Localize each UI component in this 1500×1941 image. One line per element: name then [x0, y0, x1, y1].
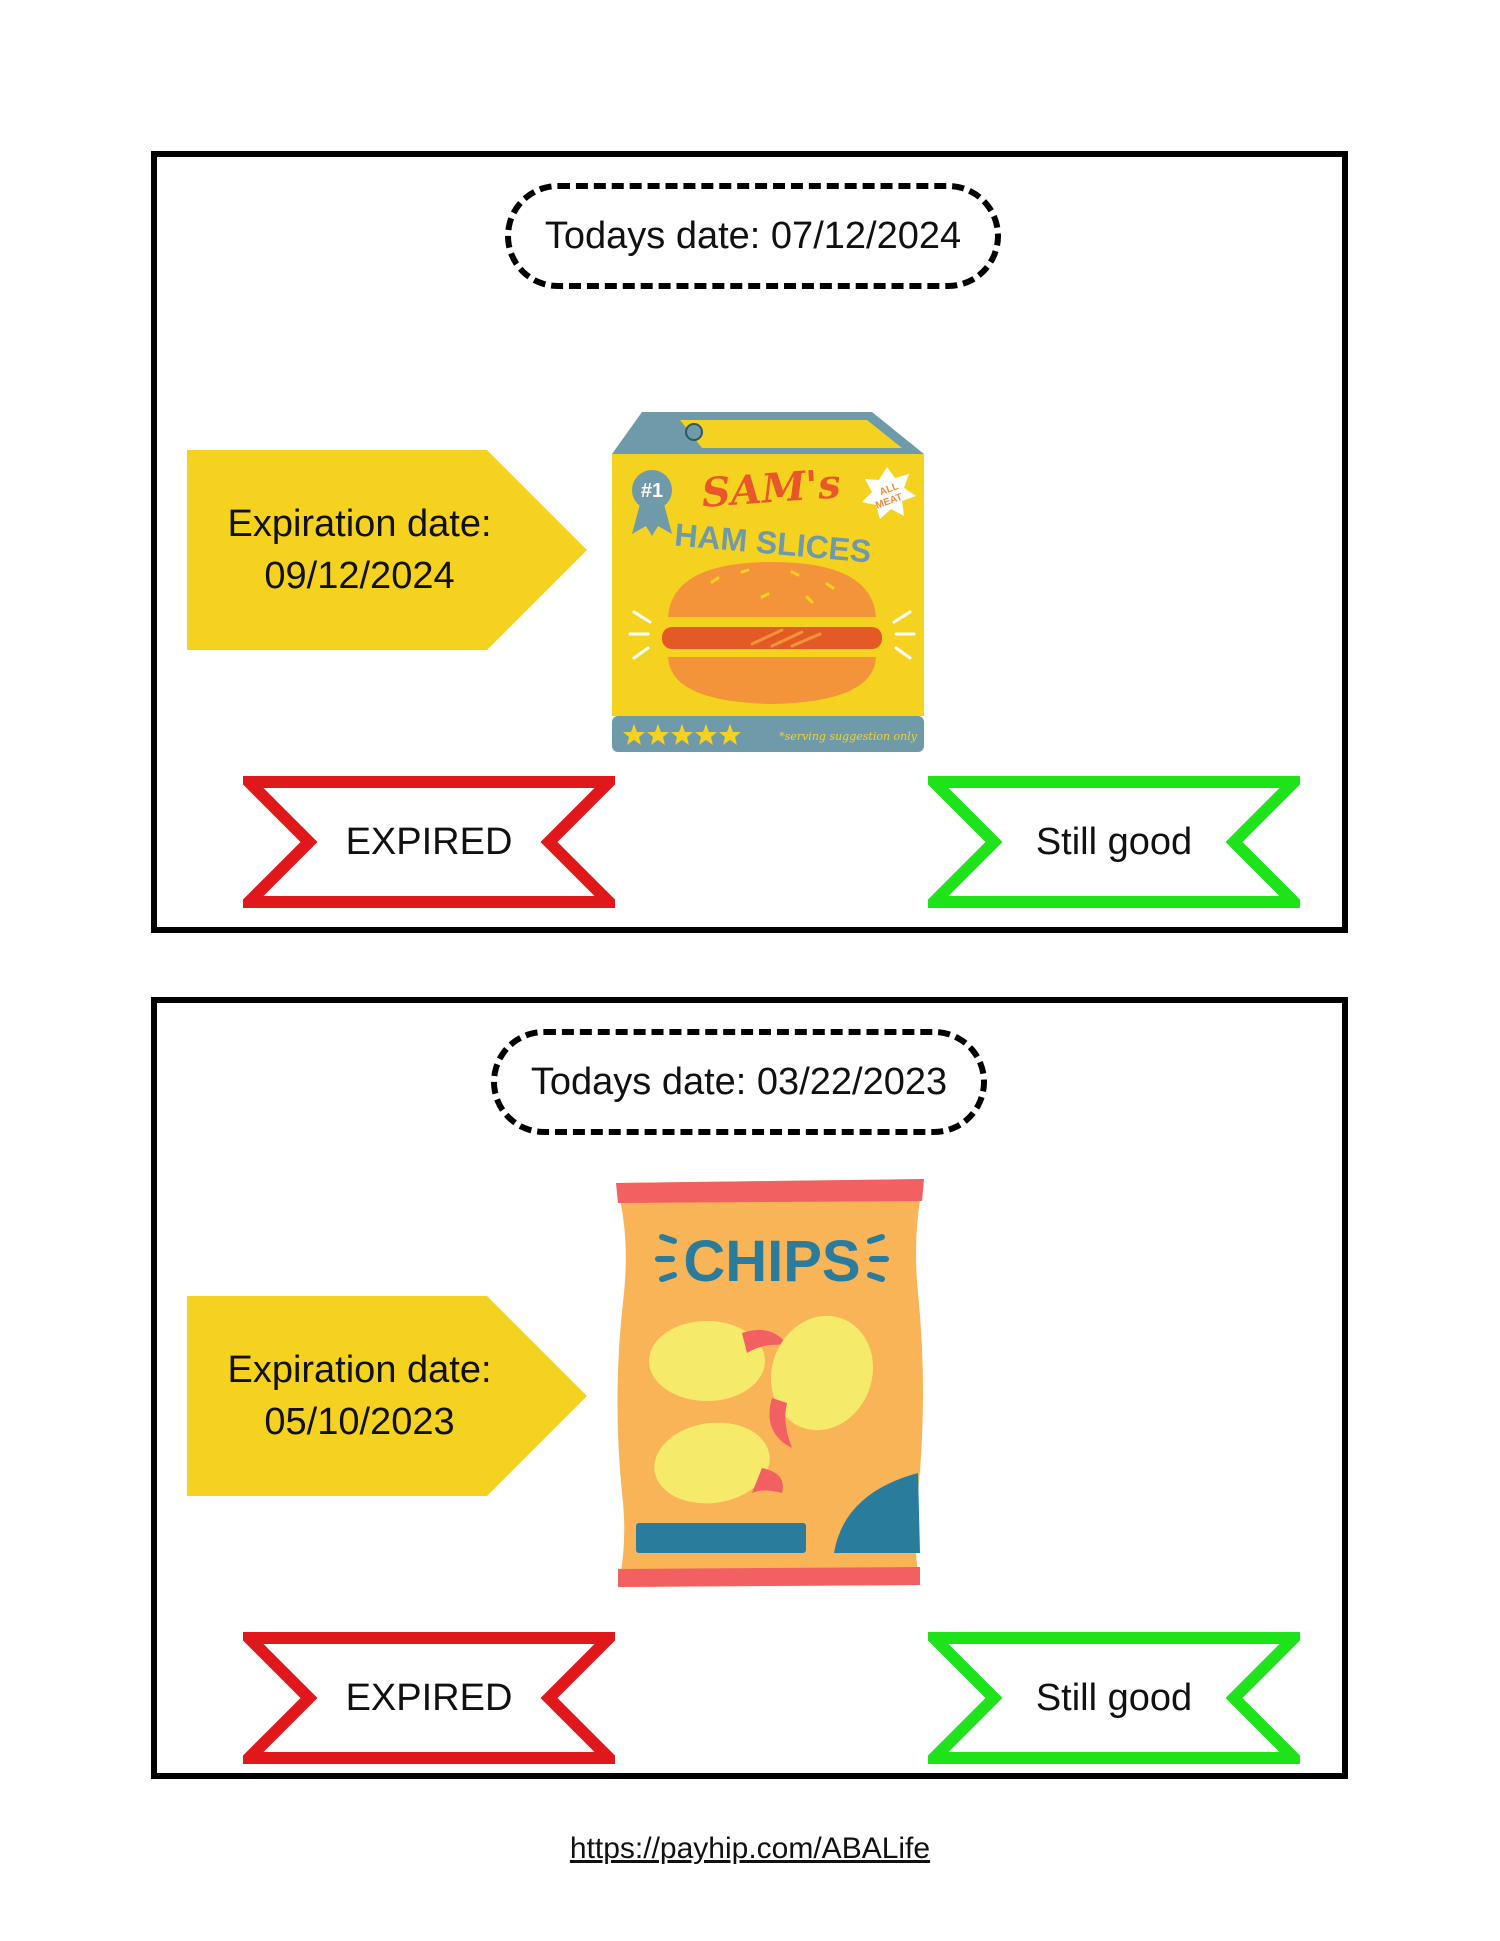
expired-label: EXPIRED — [345, 820, 513, 863]
expiration-label: Expiration date: — [227, 1349, 492, 1391]
todays-date-pill: Todays date: 07/12/2024 — [505, 183, 1001, 289]
chips-bag-icon: CHIPS — [612, 1173, 932, 1593]
todays-date-pill: Todays date: 03/22/2023 — [491, 1029, 987, 1135]
expiration-card-1: Todays date: 07/12/2024 Expiration date:… — [151, 151, 1348, 933]
product-note: *serving suggestion only — [779, 730, 918, 743]
still-good-ribbon-shape — [928, 1632, 1300, 1764]
expired-button[interactable]: EXPIRED — [243, 776, 615, 908]
expiration-card-2: Todays date: 03/22/2023 Expiration date:… — [151, 997, 1348, 1779]
expiration-date: 09/12/2024 — [264, 555, 455, 597]
expiration-date-arrow: Expiration date: 05/10/2023 — [187, 1296, 587, 1496]
expired-button[interactable]: EXPIRED — [243, 1632, 615, 1764]
expiration-date: 05/10/2023 — [264, 1401, 455, 1443]
expired-ribbon-shape — [243, 776, 615, 908]
still-good-button[interactable]: Still good — [928, 1632, 1300, 1764]
expiration-date-arrow: Expiration date: 09/12/2024 — [187, 450, 587, 650]
still-good-ribbon-shape — [928, 776, 1300, 908]
product-name: CHIPS — [683, 1229, 860, 1294]
arrow-shape — [187, 450, 587, 650]
expired-ribbon-shape — [243, 1632, 615, 1764]
rank-text: #1 — [641, 480, 663, 502]
arrow-shape — [187, 1296, 587, 1496]
still-good-label: Still good — [1035, 1676, 1193, 1719]
still-good-label: Still good — [1035, 820, 1193, 863]
todays-date-text: Todays date: 07/12/2024 — [544, 214, 962, 257]
expiration-label: Expiration date: — [227, 503, 492, 545]
expired-label: EXPIRED — [345, 1676, 513, 1719]
still-good-button[interactable]: Still good — [928, 776, 1300, 908]
product-brand: SAM's — [700, 460, 842, 517]
footer-link[interactable]: https://payhip.com/ABALife — [569, 1832, 931, 1865]
todays-date-text: Todays date: 03/22/2023 — [530, 1060, 948, 1103]
ham-slices-box-icon: #1 SAM's ALL MEAT HAM SLICES — [612, 412, 932, 752]
